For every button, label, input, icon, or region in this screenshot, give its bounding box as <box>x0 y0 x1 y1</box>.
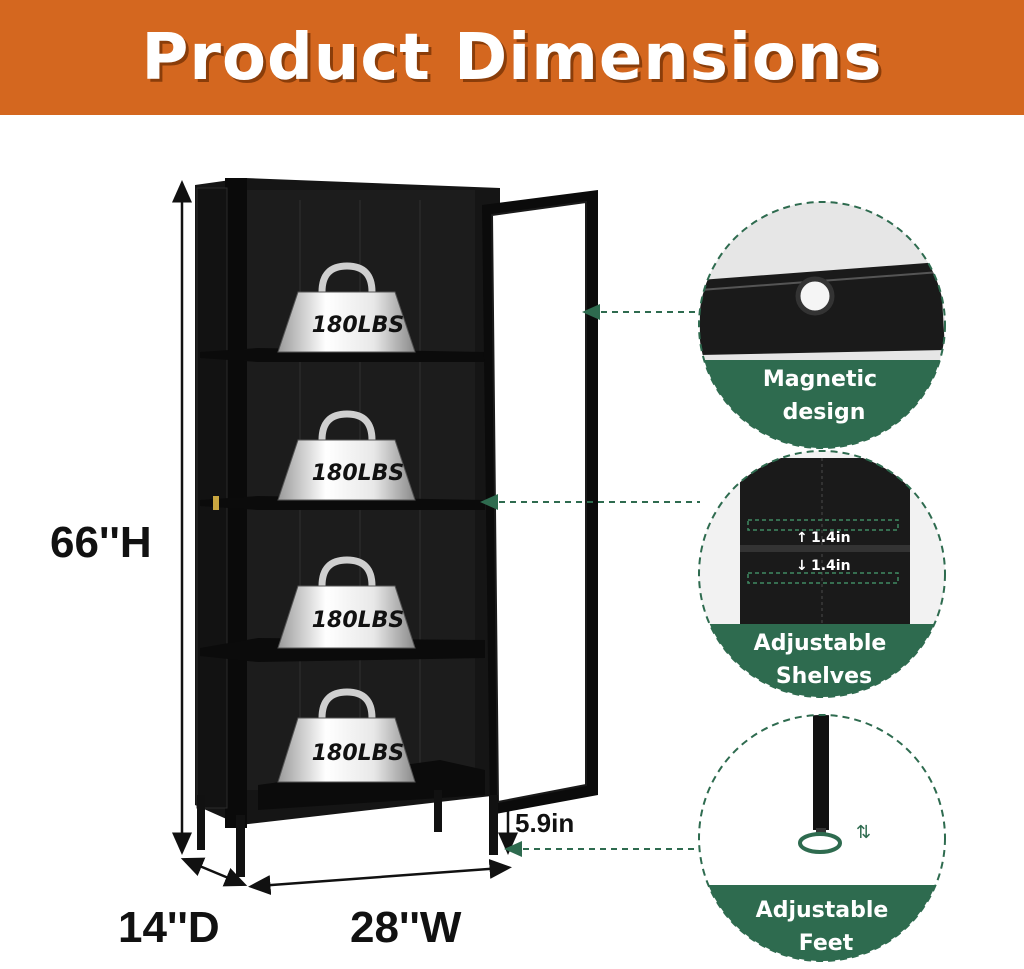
weight-180lbs-4: 180LBS <box>277 688 416 783</box>
callout-adjustable-shelves: ↑ 1.4in ↓ 1.4in Adjustable Shelves <box>698 450 946 698</box>
weight-180lbs-1: 180LBS <box>277 262 416 353</box>
height-dimension: 66''H <box>50 518 152 567</box>
weight-180lbs-3: 180LBS <box>277 556 416 649</box>
shelf-arrow-down-icon: ↓ <box>796 558 808 574</box>
weight-label: 180LBS <box>312 608 405 633</box>
weight-label: 180LBS <box>312 461 405 486</box>
weight-label: 180LBS <box>312 313 405 338</box>
up-down-icon: ⇅ <box>856 822 871 843</box>
callout-label: design <box>783 400 866 425</box>
depth-arrow <box>180 857 248 887</box>
callout-label: Adjustable <box>754 631 887 656</box>
callout-label: Magnetic <box>763 367 877 392</box>
rotate-icon <box>798 832 842 854</box>
shelf-arrow-up-icon: ↑ <box>796 530 808 546</box>
callout-label: Feet <box>799 931 854 956</box>
shelf-gap-label: 1.4in <box>811 558 851 574</box>
depth-dimension: 14''D <box>118 903 220 952</box>
header-banner: Product Dimensions <box>0 0 1024 115</box>
page-title: Product Dimensions <box>141 20 883 95</box>
weight-label: 180LBS <box>312 741 405 766</box>
magnet-icon <box>795 276 835 316</box>
shelf <box>258 760 485 810</box>
weight-180lbs-2: 180LBS <box>277 410 416 501</box>
callout-label: Adjustable <box>756 898 889 923</box>
foot-clearance-dimension: 5.9in <box>515 808 575 838</box>
width-arrow <box>248 858 512 896</box>
callout-label: Shelves <box>776 664 872 689</box>
callout-adjustable-feet: ⇅ Adjustable Feet <box>698 714 946 962</box>
callout-magnetic: Magnetic design <box>698 201 946 449</box>
width-dimension: 28''W <box>350 903 462 952</box>
shelf-gap-label: 1.4in <box>811 530 851 546</box>
